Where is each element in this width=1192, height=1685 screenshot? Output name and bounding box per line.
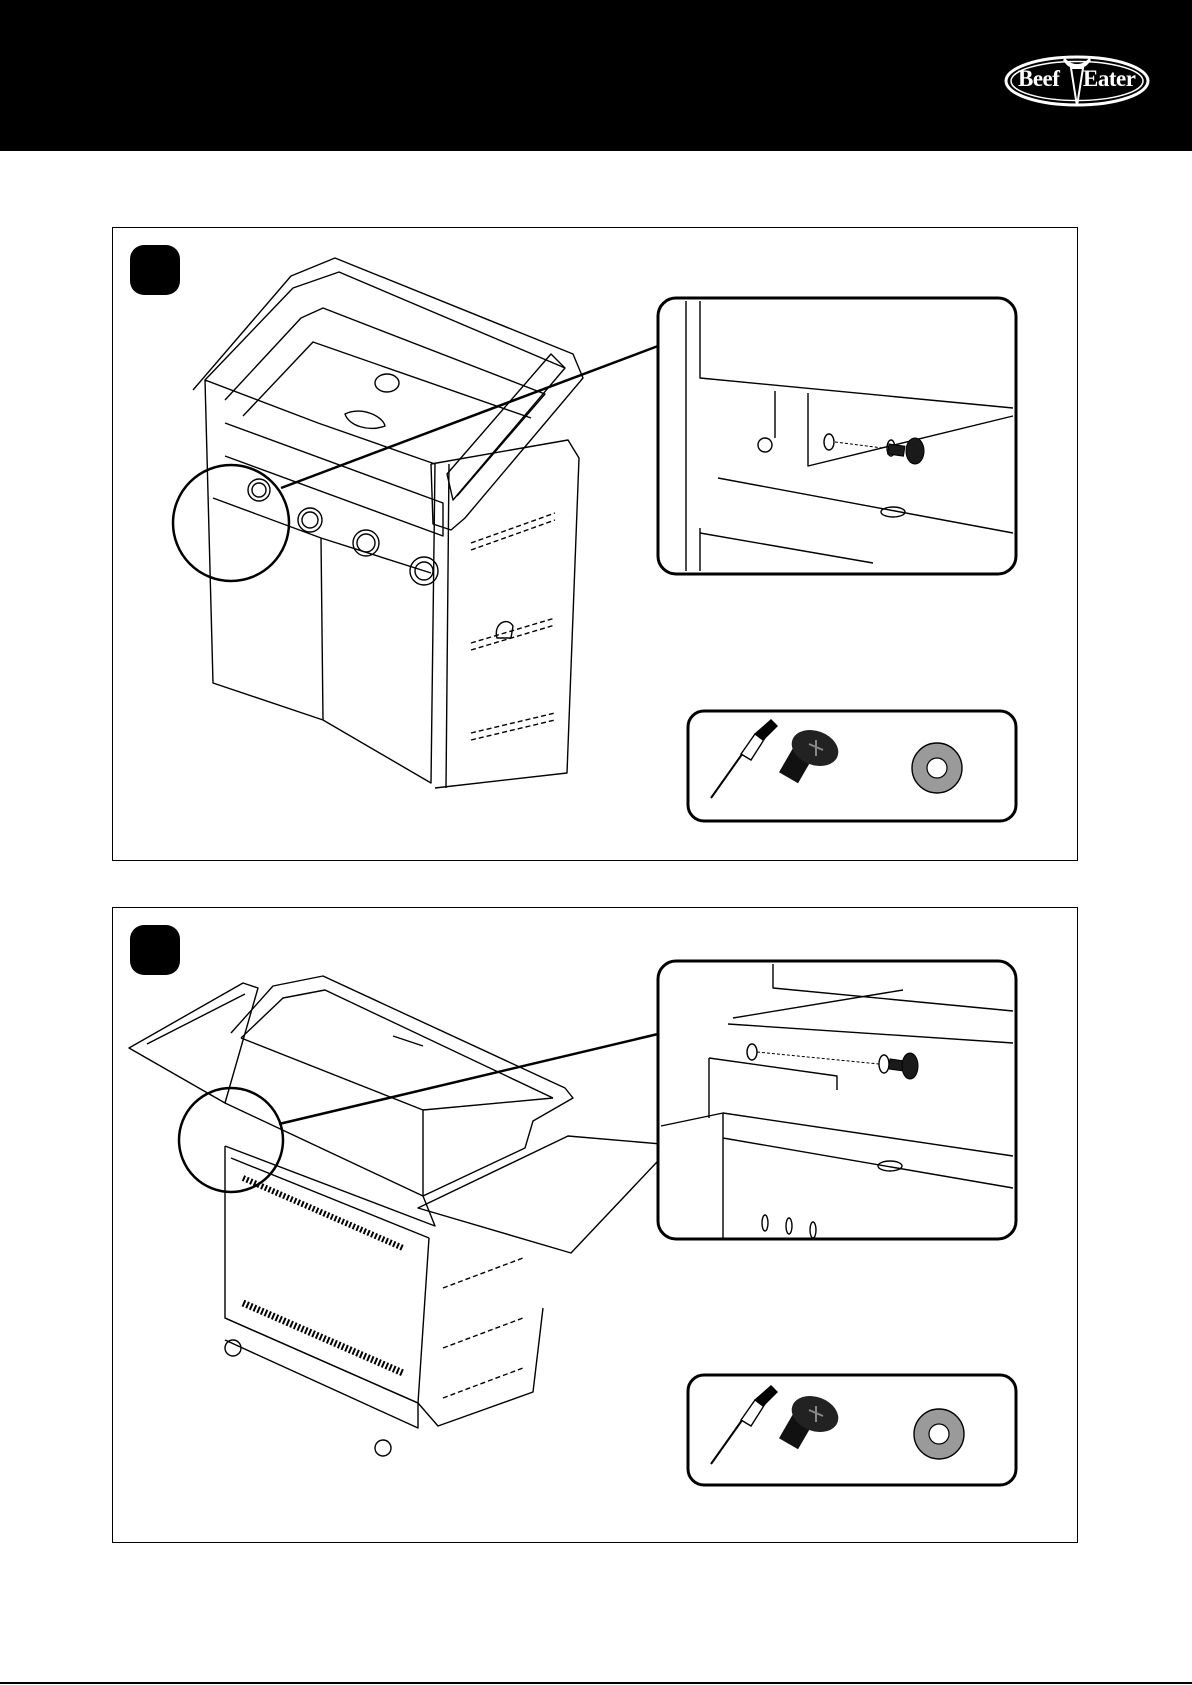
tools-callout-box <box>688 711 1016 821</box>
brand-word-right: Eater <box>1083 65 1135 93</box>
tools-callout-box <box>688 1375 1016 1485</box>
detail-callout-hood-side <box>658 298 1016 574</box>
step-panel-1 <box>112 227 1078 861</box>
bbq-hood-illustration <box>193 258 583 788</box>
brand-word-left: Beef <box>1018 65 1059 93</box>
washer-icon <box>914 1409 964 1459</box>
washer-icon <box>912 743 962 793</box>
step-panel-2 <box>112 907 1078 1543</box>
zoom-indicator <box>179 1034 658 1192</box>
header-band: Beef Eater <box>0 0 1192 151</box>
detail-callout-side-shelf <box>658 961 1016 1239</box>
footer-rule <box>0 1682 1192 1684</box>
bbq-side-shelf-illustration <box>129 976 673 1456</box>
brand-logo: Beef Eater <box>1003 52 1151 110</box>
